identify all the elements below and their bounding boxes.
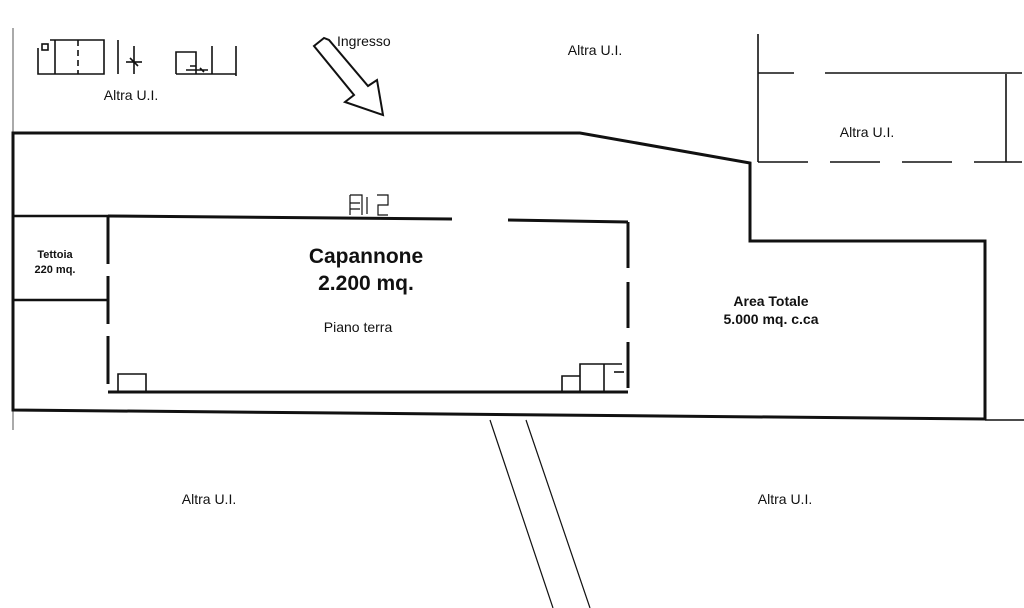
canopy-label: Tettoia 220 mq. [35, 248, 76, 278]
total-area-value: 5.000 mq. c.ca [723, 311, 819, 328]
neighbor-label-top-right: Altra U.I. [839, 124, 895, 140]
property-boundary [11, 131, 987, 421]
access-road [489, 419, 591, 608]
canopy-outline [13, 214, 108, 302]
warehouse-name: Capannone [308, 245, 424, 268]
neighbor-label-bottom-right: Altra U.I. [757, 491, 813, 507]
neighbor-building-sketch [37, 39, 237, 76]
entrance-label: Ingresso [337, 33, 391, 49]
neighbor-rooms-top-right [757, 34, 1022, 163]
canopy-area: 220 mq. [34, 263, 76, 276]
total-area-label: Area Totale 5.000 mq. c.ca [724, 292, 819, 328]
warehouse-floor-label: Piano terra [323, 319, 393, 335]
entrance-arrow-icon [312, 36, 385, 117]
neighbor-label-top-left: Altra U.I. [103, 87, 159, 103]
neighbor-label-top-center: Altra U.I. [567, 42, 623, 58]
canopy-name: Tettoia [37, 249, 73, 261]
warehouse-area: 2.200 mq. [318, 272, 414, 296]
neighbor-label-bottom-left: Altra U.I. [181, 491, 237, 507]
warehouse-rooms [117, 194, 624, 392]
warehouse-outline [106, 214, 630, 394]
warehouse-label: Capannone 2.200 mq. [309, 243, 423, 298]
total-area-title: Area Totale [733, 293, 809, 309]
